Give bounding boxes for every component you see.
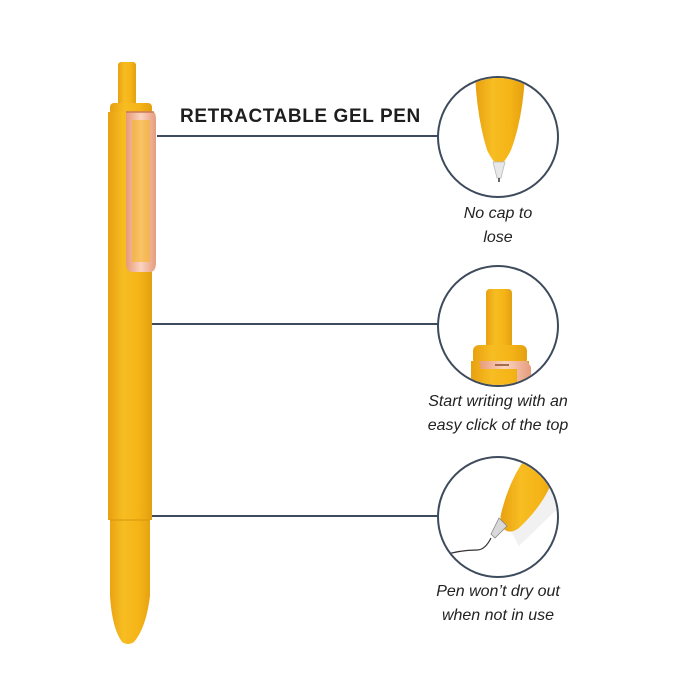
feature-caption-2: Start writing with an easy click of the …: [427, 393, 569, 434]
connector-line-2: [152, 323, 439, 325]
feature-circle-1: [437, 76, 559, 198]
feature-caption-1: No cap to lose: [463, 205, 533, 246]
writing-tip-icon: [440, 458, 557, 557]
pen-tip-icon: [475, 78, 525, 182]
click-top-icon: [471, 289, 531, 385]
feature-circle-3: [437, 456, 559, 578]
connector-line-1: [157, 135, 439, 137]
feature-caption-3: Pen won’t dry out when not in use: [436, 583, 560, 624]
connector-line-3: [152, 515, 439, 517]
feature-circle-2: [437, 265, 559, 387]
product-title: RETRACTABLE GEL PEN: [180, 106, 421, 127]
